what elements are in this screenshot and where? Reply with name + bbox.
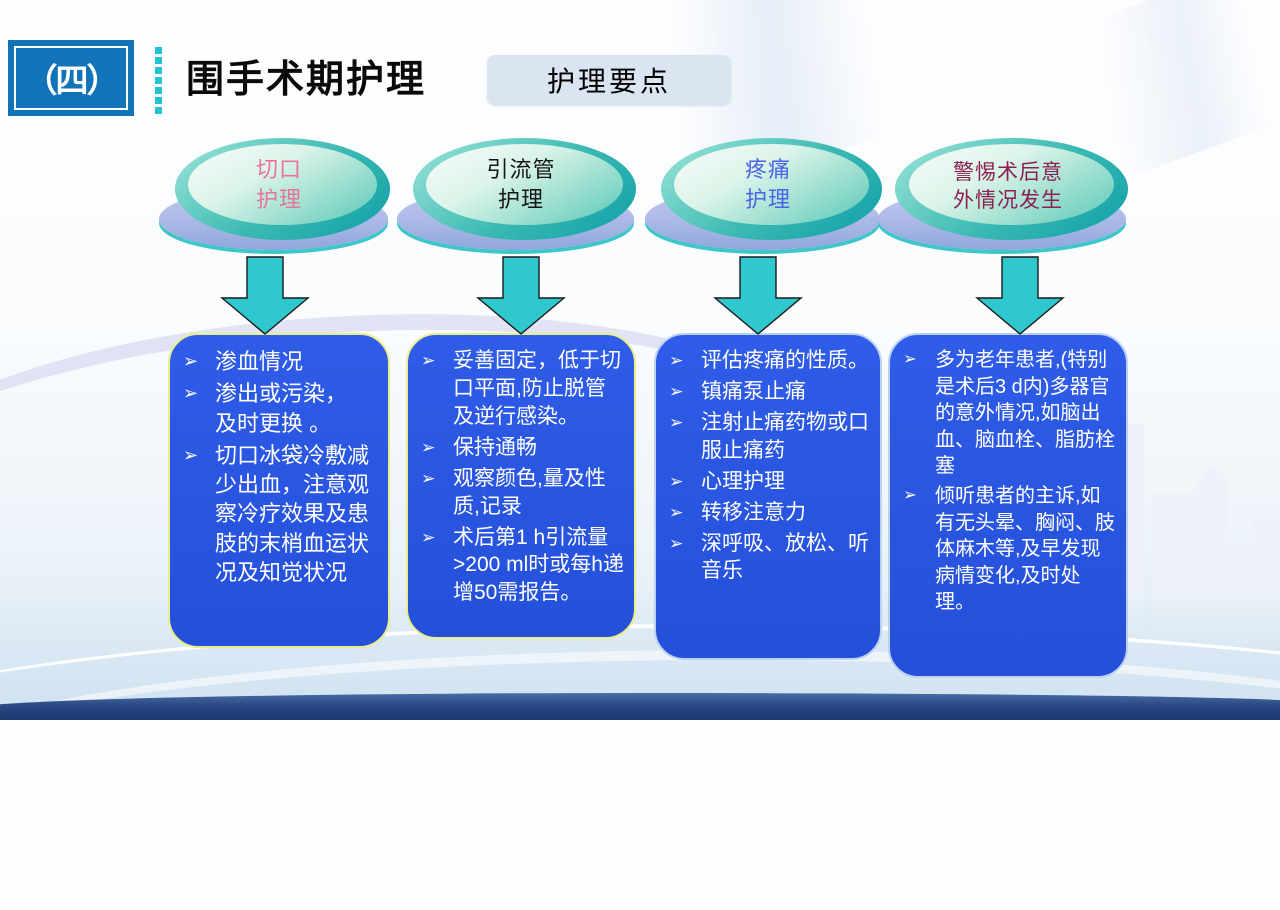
care-column-pain: 疼痛 护理 ➢评估疼痛的性质。 ➢镇痛泵止痛 ➢注射止痛药物或口服止痛药 ➢心理… xyxy=(644,138,882,660)
section-number-label: （四） xyxy=(14,46,128,110)
care-point-item: ➢评估疼痛的性质。 xyxy=(662,347,872,375)
topic-label: 切口 护理 xyxy=(255,158,302,213)
arrow-bullet-icon: ➢ xyxy=(183,383,199,404)
down-arrow-icon xyxy=(220,256,310,335)
care-point-item: ➢多为老年患者,(特别是术后3 d内)多器官的意外情况,如脑出血、脑血栓、脂肪栓… xyxy=(896,347,1118,480)
arrow-bullet-icon: ➢ xyxy=(669,411,684,432)
arrow-bullet-icon: ➢ xyxy=(421,467,436,488)
arrow-bullet-icon: ➢ xyxy=(903,350,917,368)
topic-label: 警惕术后意 外情况发生 xyxy=(953,159,1063,212)
subtitle-tag: 护理要点 xyxy=(487,55,731,105)
care-column-incision: 切口 护理 ➢渗血情况 ➢渗出或污染， 及时更换 。 ➢切口冰袋冷敷减少出血，注… xyxy=(159,138,390,648)
care-points-list: ➢评估疼痛的性质。 ➢镇痛泵止痛 ➢注射止痛药物或口服止痛药 ➢心理护理 ➢转移… xyxy=(662,347,872,585)
care-point-item: ➢保持通畅 xyxy=(414,434,626,462)
care-column-drainage: 引流管 护理 ➢妥善固定，低于切口平面,防止脱管及逆行感染。 ➢保持通畅 ➢观察… xyxy=(396,138,636,639)
care-points-list: ➢渗血情况 ➢渗出或污染， 及时更换 。 ➢切口冰袋冷敷减少出血，注意观察冷疗效… xyxy=(176,347,380,587)
section-number-badge: （四） xyxy=(8,40,134,116)
disc-body xyxy=(412,138,636,240)
care-point-item: ➢心理护理 xyxy=(662,468,872,496)
topic-disc: 切口 护理 xyxy=(159,138,390,254)
disc-body xyxy=(174,138,390,240)
arrow-bullet-icon: ➢ xyxy=(421,436,436,457)
care-column-postop-alert: 警惕术后意 外情况发生 ➢多为老年患者,(特别是术后3 d内)多器官的意外情况,… xyxy=(878,138,1128,678)
arrow-bullet-icon: ➢ xyxy=(669,350,684,370)
slide: { "slide": { "section_badge": "（四）", "ti… xyxy=(0,0,1280,720)
care-points-box: ➢评估疼痛的性质。 ➢镇痛泵止痛 ➢注射止痛药物或口服止痛药 ➢心理护理 ➢转移… xyxy=(654,333,882,660)
care-point-item: ➢渗血情况 xyxy=(176,347,380,376)
down-arrow-icon xyxy=(975,256,1065,335)
topic-disc: 警惕术后意 外情况发生 xyxy=(878,138,1128,254)
care-point-item: ➢切口冰袋冷敷减少出血，注意观察冷疗效果及患肢的末梢血运状况及知觉状况 xyxy=(176,441,380,587)
arrow-bullet-icon: ➢ xyxy=(183,444,199,465)
arrow-bullet-icon: ➢ xyxy=(669,501,684,522)
care-point-item: ➢术后第1 h引流量>200 ml时或每h递增50需报告。 xyxy=(414,524,626,608)
care-point-item: ➢转移注意力 xyxy=(662,499,872,527)
care-point-item: ➢倾听患者的主诉,如有无头晕、胸闷、肢体麻木等,及早发现病情变化,及时处理。 xyxy=(896,483,1118,616)
care-point-item: ➢渗出或污染， 及时更换 。 xyxy=(176,379,380,438)
arrow-bullet-icon: ➢ xyxy=(669,380,684,401)
down-arrow-icon xyxy=(476,256,566,335)
dotted-divider-line xyxy=(155,47,162,114)
topic-label: 疼痛 护理 xyxy=(744,158,791,213)
down-arrow-icon xyxy=(713,256,803,335)
page-title: 围手术期护理 xyxy=(186,59,427,101)
care-points-box: ➢渗血情况 ➢渗出或污染， 及时更换 。 ➢切口冰袋冷敷减少出血，注意观察冷疗效… xyxy=(168,333,390,648)
bottom-bar xyxy=(0,693,1280,720)
disc-body xyxy=(660,138,882,240)
topic-label: 引流管 护理 xyxy=(486,158,556,213)
topic-disc: 疼痛 护理 xyxy=(644,138,882,254)
care-point-item: ➢镇痛泵止痛 xyxy=(662,378,872,406)
care-points-box: ➢妥善固定，低于切口平面,防止脱管及逆行感染。 ➢保持通畅 ➢观察颜色,量及性质… xyxy=(406,333,636,639)
arrow-bullet-icon: ➢ xyxy=(903,485,917,504)
arrow-bullet-icon: ➢ xyxy=(669,470,684,491)
care-point-item: ➢深呼吸、放松、听音乐 xyxy=(662,530,872,586)
disc-body xyxy=(895,138,1128,240)
care-point-item: ➢注射止痛药物或口服止痛药 xyxy=(662,409,872,465)
arrow-bullet-icon: ➢ xyxy=(421,526,436,547)
care-point-item: ➢妥善固定，低于切口平面,防止脱管及逆行感染。 xyxy=(414,347,626,431)
topic-disc: 引流管 护理 xyxy=(396,138,636,254)
care-point-item: ➢观察颜色,量及性质,记录 xyxy=(414,465,626,521)
arrow-bullet-icon: ➢ xyxy=(183,351,199,371)
arrow-bullet-icon: ➢ xyxy=(421,350,436,370)
care-points-list: ➢多为老年患者,(特别是术后3 d内)多器官的意外情况,如脑出血、脑血栓、脂肪栓… xyxy=(896,347,1118,616)
care-points-box: ➢多为老年患者,(特别是术后3 d内)多器官的意外情况,如脑出血、脑血栓、脂肪栓… xyxy=(888,333,1128,678)
care-points-list: ➢妥善固定，低于切口平面,防止脱管及逆行感染。 ➢保持通畅 ➢观察颜色,量及性质… xyxy=(414,347,626,607)
arrow-bullet-icon: ➢ xyxy=(669,532,684,553)
